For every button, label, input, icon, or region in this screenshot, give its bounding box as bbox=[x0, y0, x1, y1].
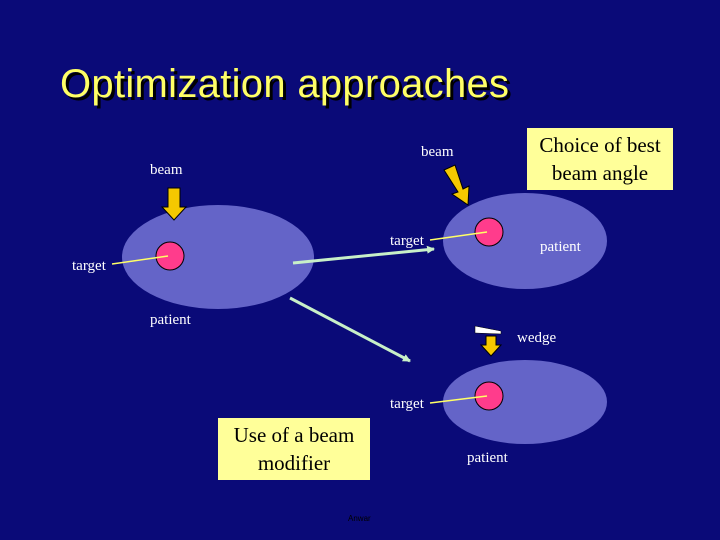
patient-label-top-right: patient bbox=[540, 239, 581, 256]
target-circle-left bbox=[156, 242, 184, 270]
wedge-shape bbox=[475, 326, 501, 334]
target-label-bottom-right: target bbox=[390, 396, 424, 413]
target-circle-top-right bbox=[475, 218, 503, 246]
wedge-label: wedge bbox=[517, 330, 556, 347]
patient-label-bottom-right: patient bbox=[467, 450, 508, 467]
callout-beam-modifier-line-2: modifier bbox=[218, 449, 370, 477]
connector-arrow-to-angle bbox=[293, 249, 434, 263]
connector-arrow-to-modifier bbox=[290, 298, 410, 361]
patient-ellipse-left bbox=[122, 205, 314, 309]
callout-best-beam-angle: Choice of best beam angle bbox=[527, 128, 673, 190]
callout-beam-modifier-line-1: Use of a beam bbox=[218, 421, 370, 449]
patient-ellipse-top-right bbox=[443, 193, 607, 289]
beam-label-left: beam bbox=[150, 162, 182, 179]
callout-best-beam-angle-line-2: beam angle bbox=[527, 159, 673, 187]
target-label-left: target bbox=[72, 258, 106, 275]
callout-beam-modifier: Use of a beam modifier bbox=[218, 418, 370, 480]
beam-label-top-right: beam bbox=[421, 144, 453, 161]
beam-arrow-angled bbox=[444, 165, 469, 205]
beam-arrow-wedge bbox=[481, 336, 501, 356]
patient-ellipse-bottom-right bbox=[443, 360, 607, 444]
target-circle-bottom-right bbox=[475, 382, 503, 410]
callout-best-beam-angle-line-1: Choice of best bbox=[527, 131, 673, 159]
target-label-top-right: target bbox=[390, 233, 424, 250]
patient-label-left: patient bbox=[150, 312, 191, 329]
footer-author: Anwar bbox=[348, 514, 371, 523]
